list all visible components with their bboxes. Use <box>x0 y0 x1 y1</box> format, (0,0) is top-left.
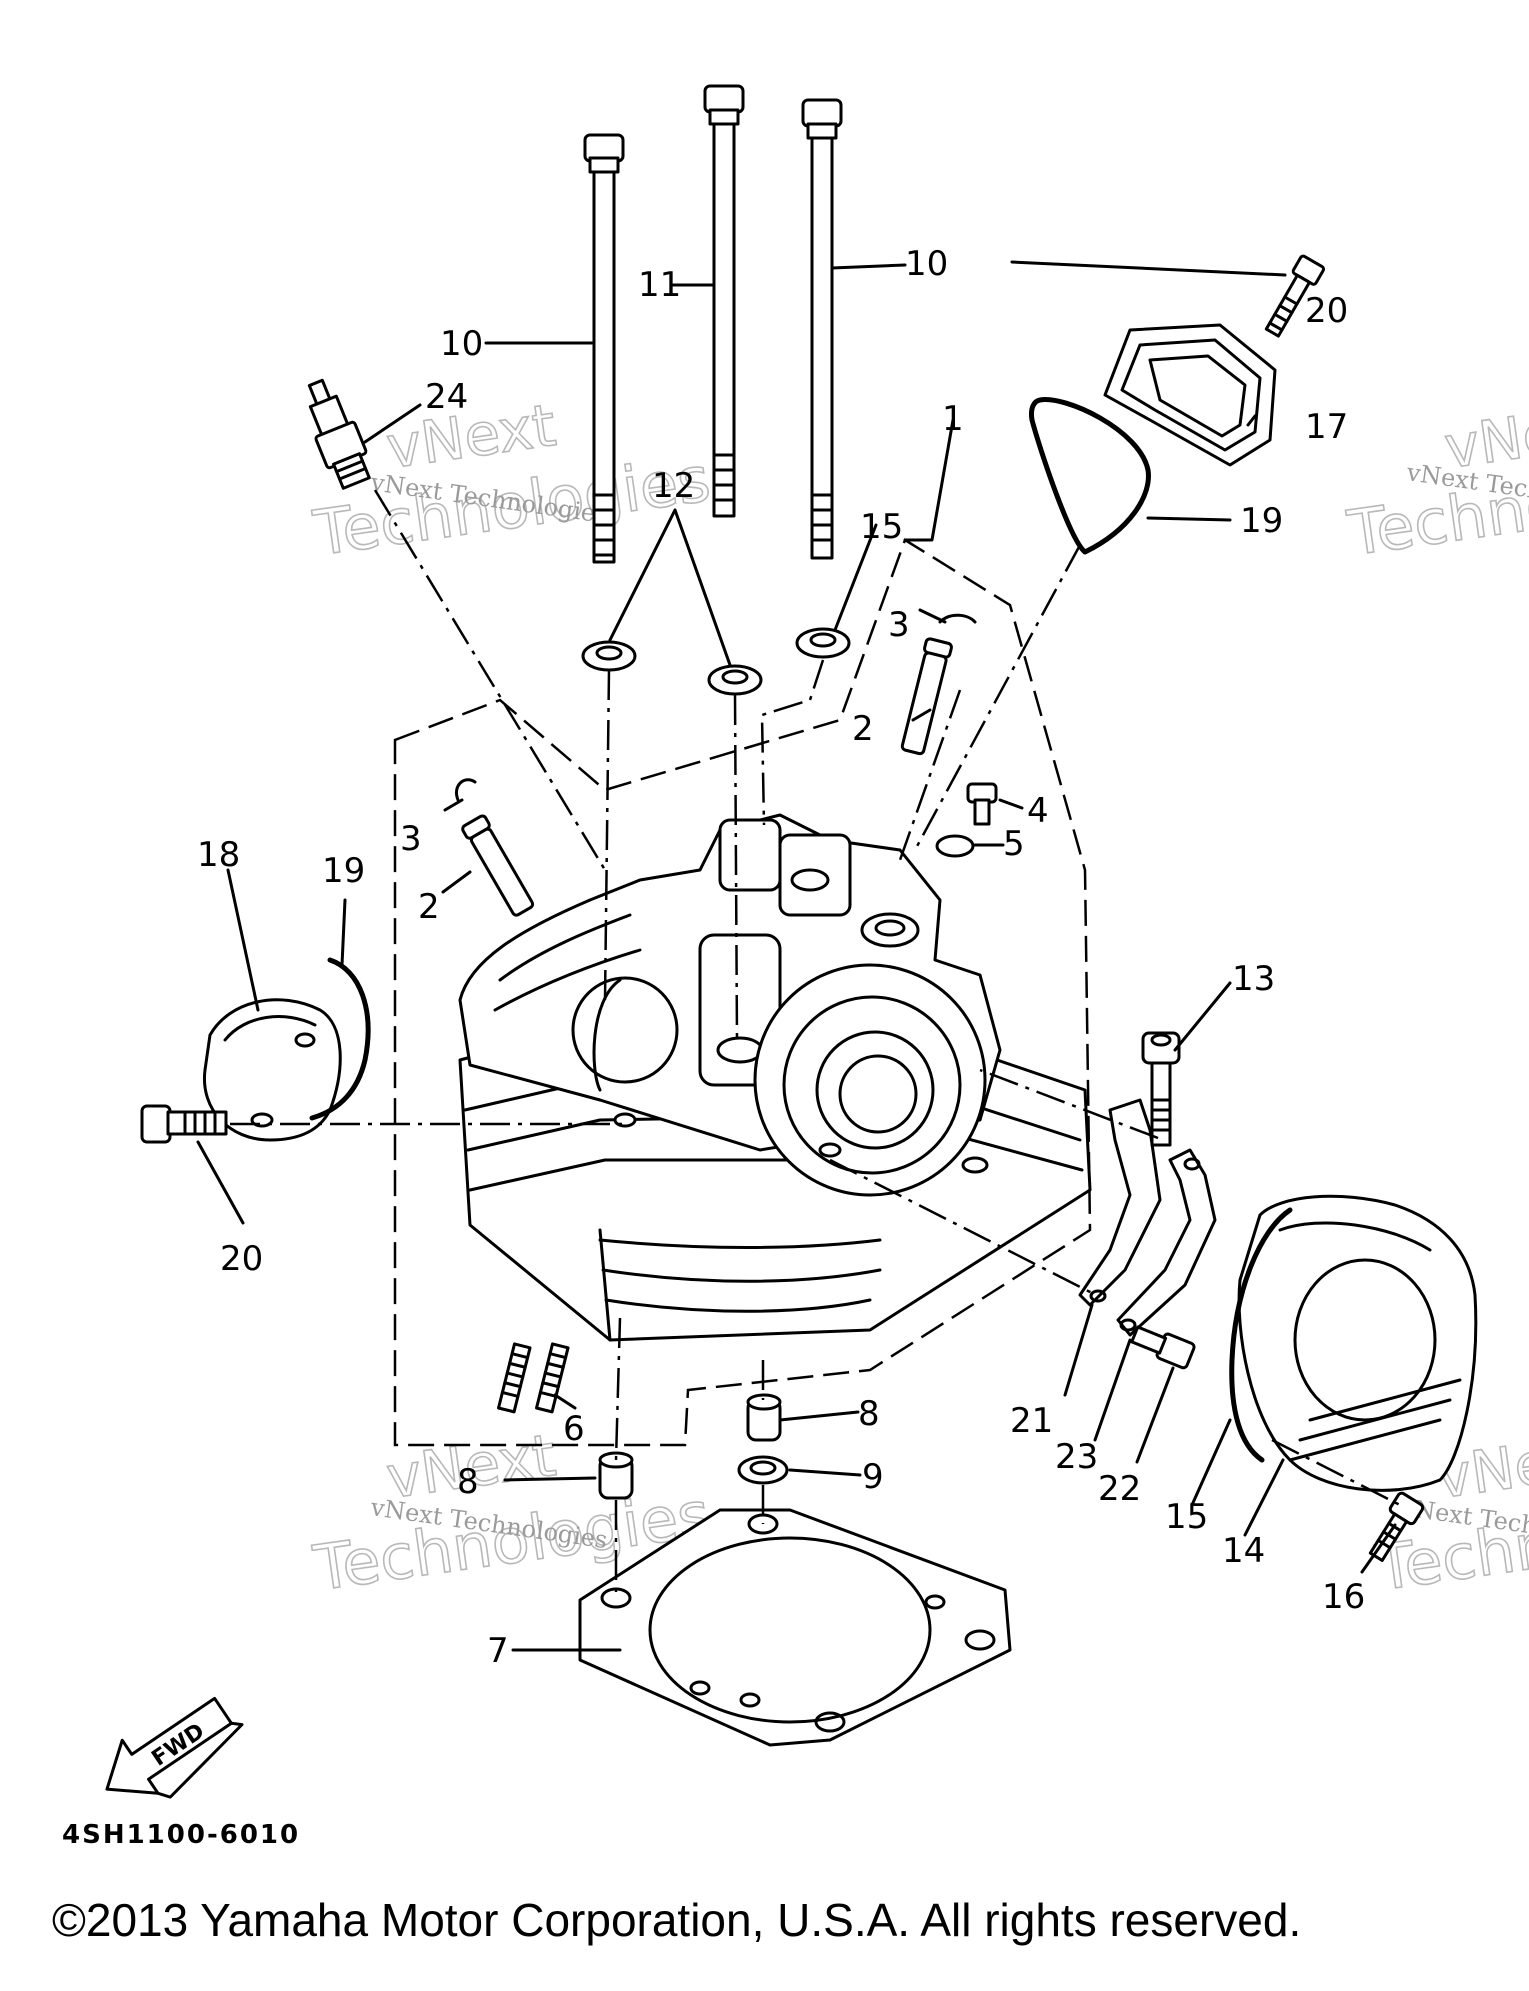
callout-23: 23 <box>1055 1437 1098 1477</box>
alignment-lines <box>230 489 1401 1598</box>
callout-6: 6 <box>563 1409 585 1449</box>
stud-bolt-6-a <box>497 1342 532 1414</box>
callout-19-top: 19 <box>1240 501 1283 541</box>
callout-8-left: 8 <box>457 1462 479 1502</box>
gasket-21 <box>1078 1098 1162 1307</box>
callout-9: 9 <box>862 1457 884 1497</box>
bolt-13 <box>1141 1031 1181 1147</box>
head-gasket-7 <box>578 1508 1012 1747</box>
callout-10-right: 10 <box>905 244 948 284</box>
cylinder-head <box>458 813 1092 1342</box>
callout-15-top: 15 <box>860 507 903 547</box>
clip-3-left <box>455 778 477 802</box>
callout-1: 1 <box>942 399 964 439</box>
head-bolt-10-left <box>583 133 625 564</box>
callout-24: 24 <box>425 377 468 417</box>
callout-21: 21 <box>1010 1401 1053 1441</box>
callout-17: 17 <box>1305 407 1348 447</box>
callout-10-left: 10 <box>440 324 483 364</box>
callout-16: 16 <box>1322 1577 1365 1617</box>
callout-20-left: 20 <box>220 1239 263 1279</box>
o-ring-9 <box>737 1455 789 1485</box>
callout-7: 7 <box>487 1631 509 1671</box>
dowel-8-right <box>746 1393 782 1442</box>
leader-lines <box>196 260 1397 1652</box>
valve-guide-2-left <box>461 814 535 917</box>
callout-2-left: 2 <box>418 887 440 927</box>
callout-3-left: 3 <box>400 819 422 859</box>
spark-plug-24 <box>307 378 371 490</box>
callout-5: 5 <box>1003 824 1025 864</box>
o-ring-19-left <box>309 957 371 1121</box>
callout-3-right: 3 <box>888 605 910 645</box>
plate-23 <box>1116 1148 1217 1337</box>
washer-12-left <box>581 640 637 672</box>
valve-guide-2-right <box>900 637 953 756</box>
bolt-20-top <box>1264 254 1326 338</box>
callout-15-bottom: 15 <box>1165 1497 1208 1537</box>
callout-13: 13 <box>1232 959 1275 999</box>
callout-14: 14 <box>1222 1531 1265 1571</box>
bolt-4 <box>966 782 998 826</box>
o-ring-19-top <box>1029 397 1151 555</box>
stud-bolt-6-b <box>535 1342 570 1414</box>
head-bolt-10-right <box>801 98 843 560</box>
callout-19-left: 19 <box>322 851 365 891</box>
intake-cover-17 <box>1103 323 1277 467</box>
bolt-20-left <box>140 1104 228 1144</box>
callout-18: 18 <box>197 835 240 875</box>
callout-22: 22 <box>1098 1469 1141 1509</box>
head-bolt-11 <box>703 84 745 518</box>
washer-15-top <box>795 627 851 659</box>
washer-5 <box>935 834 975 858</box>
assembly-boundary <box>393 538 1092 1447</box>
bolt-22 <box>1130 1325 1196 1370</box>
fwd-arrow-icon: FWD <box>105 1696 244 1799</box>
side-cover-18 <box>202 998 342 1142</box>
callout-11: 11 <box>638 265 681 305</box>
o-ring-15-right <box>1229 1207 1293 1463</box>
callout-8-right: 8 <box>858 1394 880 1434</box>
callout-2-right: 2 <box>852 709 874 749</box>
watermark-top-right: vNext Technologies vNext Technologies <box>1342 390 1529 571</box>
part-code: 4SH1100-6010 <box>62 1820 301 1850</box>
callouts: 1 2 2 3 3 4 5 6 7 8 8 9 10 10 11 12 13 1… <box>197 244 1365 1671</box>
callout-4: 4 <box>1027 791 1049 831</box>
copyright-notice: ©2013 Yamaha Motor Corporation, U.S.A. A… <box>52 1894 1302 1946</box>
washer-12-right <box>707 664 763 696</box>
callout-20-top: 20 <box>1305 291 1348 331</box>
cam-cover-14 <box>1237 1194 1478 1492</box>
callout-12: 12 <box>652 466 695 506</box>
